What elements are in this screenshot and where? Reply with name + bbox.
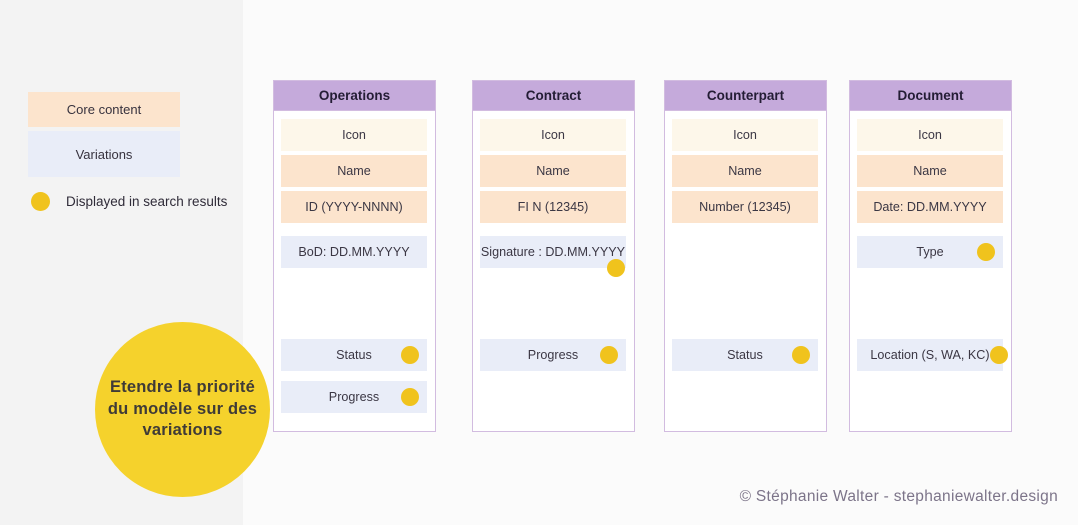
field-row: Icon [857,119,1003,151]
search-result-dot-icon [990,346,1008,364]
legend-search-results-label: Displayed in search results [66,193,228,209]
search-result-dot-icon [607,259,625,277]
field-label: Number (12345) [699,200,791,214]
field-label: Name [337,164,371,178]
field-label: Icon [342,128,366,142]
field-row: Signature : DD.MM.YYYY [480,236,626,277]
field-row: Type [857,236,1003,268]
search-result-dot-icon [977,243,995,261]
field-row: Name [672,155,818,187]
field-row: Icon [672,119,818,151]
copyright-credit: © Stéphanie Walter - stephaniewalter.des… [739,488,1058,505]
field-row: FI N (12345) [480,191,626,223]
field-label: Signature : DD.MM.YYYY [480,245,626,259]
field-label: Icon [541,128,565,142]
field-label: Icon [918,128,942,142]
field-label: Name [728,164,762,178]
field-row: Progress [281,381,427,413]
field-row: Status [672,339,818,371]
field-label: BoD: DD.MM.YYYY [298,245,410,259]
field-row: Location (S, WA, KC) [857,339,1008,371]
field-label: Location (S, WA, KC) [870,348,990,362]
field-row: Name [281,155,427,187]
search-result-dot-icon [792,346,810,364]
field-row: Icon [480,119,626,151]
annotation-text: Etendre la priorité du modèle sur des va… [107,377,258,440]
field-label: Status [727,348,763,362]
annotation-circle: Etendre la priorité du modèle sur des va… [95,322,270,497]
field-row: Name [480,155,626,187]
field-label: Progress [527,348,579,362]
field-row: BoD: DD.MM.YYYY [281,236,427,268]
field-label: Type [916,245,944,259]
field-row: Name [857,155,1003,187]
legend-core-content: Core content [28,92,180,127]
field-row: Icon [281,119,427,151]
field-label: Status [336,348,372,362]
field-row: Date: DD.MM.YYYY [857,191,1003,223]
field-row: ID (YYYY-NNNN) [281,191,427,223]
search-result-dot-icon [401,346,419,364]
legend-variations-label: Variations [75,146,133,162]
card-title: Contract [473,81,634,111]
legend-variations: Variations [28,131,180,177]
card-title: Counterpart [665,81,826,111]
field-label: Icon [733,128,757,142]
search-result-dot-icon [600,346,618,364]
field-label: FI N (12345) [517,200,589,214]
legend-core-content-label: Core content [66,102,142,117]
legend-search-results: Displayed in search results [31,191,227,211]
search-result-dot-icon [401,388,419,406]
card-title: Document [850,81,1011,111]
field-row: Number (12345) [672,191,818,223]
field-label: ID (YYYY-NNNN) [305,200,403,214]
field-label: Name [536,164,570,178]
field-label: Date: DD.MM.YYYY [873,200,987,214]
card-title: Operations [274,81,435,111]
field-label: Progress [328,390,380,404]
search-result-dot-icon [31,191,50,211]
field-row: Status [281,339,427,371]
field-label: Name [913,164,947,178]
field-row: Progress [480,339,626,371]
